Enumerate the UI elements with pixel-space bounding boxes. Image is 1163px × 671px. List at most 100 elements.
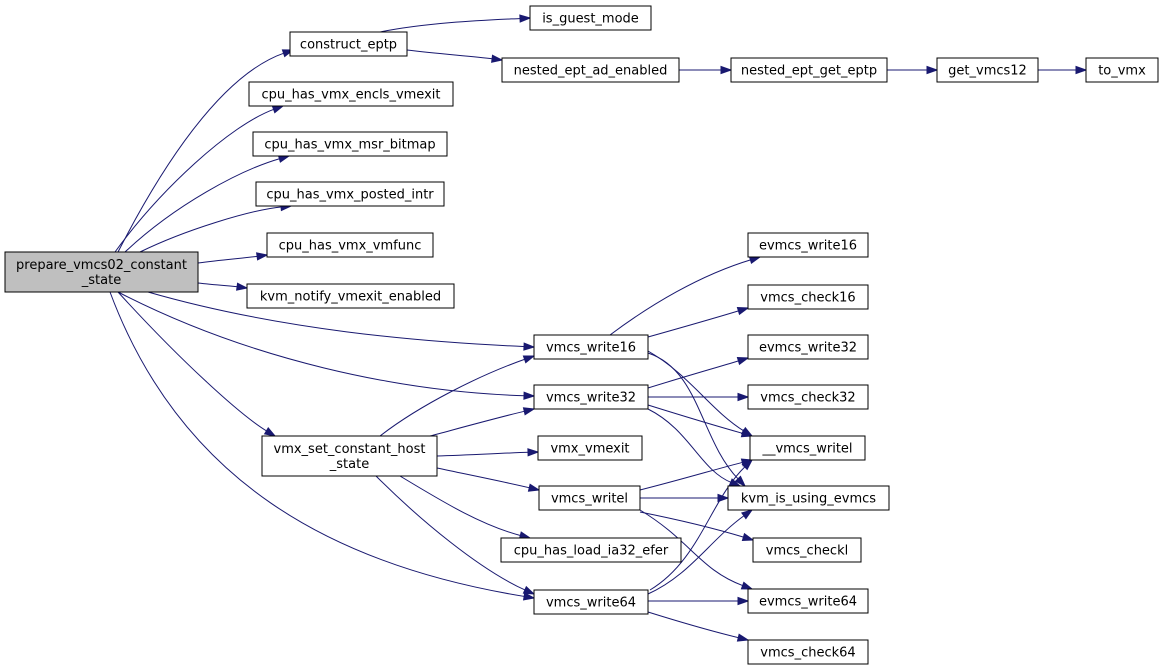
node-cpu-has-load-ia32-efer[interactable]: cpu_has_load_ia32_efer <box>500 537 682 563</box>
node-box <box>246 283 455 309</box>
node-box <box>749 435 866 461</box>
edge-vmx_set_constant_host_state-to-vmcs_write64 <box>375 475 536 595</box>
node-label: cpu_has_vmx_posted_intr <box>266 188 434 203</box>
node-vmcs-write32[interactable]: vmcs_write32 <box>533 384 649 410</box>
edge-construct_eptp-to-is_guest_mode <box>379 14 532 33</box>
node-construct-eptp[interactable]: construct_eptp <box>289 31 408 57</box>
edge-construct_eptp-to-nested_ept_ad_enabled <box>406 49 504 63</box>
edge-vmcs_write32-to-evmcs_write32 <box>647 357 750 389</box>
node-to-vmx[interactable]: to_vmx <box>1085 57 1159 83</box>
node-label: evmcs_write16 <box>759 239 857 254</box>
edge-nested_ept_ad_enabled-to-nested_ept_get_eptp <box>679 65 733 75</box>
node-cpu-has-vmx-msr-bitmap[interactable]: cpu_has_vmx_msr_bitmap <box>252 131 448 157</box>
node-box <box>261 435 438 477</box>
edge-get_vmcs12-to-to_vmx <box>1038 65 1088 75</box>
node-box <box>255 181 445 207</box>
edge-vmcs_write64-to-kvm_is_using_evmcs <box>647 509 754 595</box>
node-label: vmcs_check64 <box>760 646 855 661</box>
node-label: get_vmcs12 <box>948 64 1027 79</box>
node-cpu-has-vmx-posted-intr[interactable]: cpu_has_vmx_posted_intr <box>255 181 445 207</box>
node-box <box>747 639 869 665</box>
node-evmcs-write16[interactable]: evmcs_write16 <box>747 232 869 258</box>
node-vmcs-check16[interactable]: vmcs_check16 <box>747 284 869 310</box>
node-label: cpu_has_load_ia32_efer <box>514 544 669 559</box>
node-evmcs-write64[interactable]: evmcs_write64 <box>747 588 869 614</box>
node-vmcs-write16[interactable]: vmcs_write16 <box>533 334 649 360</box>
edge-vmcs_write32-to-__vmcs_writel <box>647 404 754 438</box>
node-box <box>500 537 682 563</box>
node-label: vmcs_write64 <box>546 596 636 611</box>
node-kvm-is-using-evmcs[interactable]: kvm_is_using_evmcs <box>727 485 890 511</box>
node-label: cpu_has_vmx_vmfunc <box>279 239 422 254</box>
node-box <box>266 232 434 258</box>
edge-root-to-cpu_has_vmx_vmfunc <box>197 252 269 264</box>
node-label: to_vmx <box>1098 64 1146 79</box>
edge-vmcs_write64-to-__vmcs_writel <box>649 458 754 591</box>
node-vmcs-check64[interactable]: vmcs_check64 <box>747 639 869 665</box>
node-box <box>747 384 869 410</box>
edge-vmcs_write16-to-evmcs_write16 <box>609 255 762 336</box>
edge-root-to-vmcs_write16 <box>147 291 536 351</box>
node-box <box>538 485 641 511</box>
edge-vmx_set_constant_host_state-to-cpu_has_load_ia32_efer <box>399 475 532 540</box>
edge-vmx_set_constant_host_state-to-vmcs_writel <box>436 467 541 492</box>
node---vmcs-writel[interactable]: __vmcs_writel <box>749 435 866 461</box>
edge-vmcs_writel-to-kvm_is_using_evmcs <box>640 493 730 503</box>
node-get-vmcs12[interactable]: get_vmcs12 <box>936 57 1039 83</box>
edge-root-to-vmcs_write32 <box>117 291 536 400</box>
node-label: _state <box>329 457 369 472</box>
node-label: nested_ept_ad_enabled <box>514 64 668 79</box>
node-vmx-set-constant-host-state[interactable]: vmx_set_constant_host_state <box>261 435 438 477</box>
edge-vmcs_writel-to-evmcs_write64 <box>639 509 754 590</box>
node-label: vmcs_check32 <box>760 391 855 406</box>
edge-vmcs_write16-to-__vmcs_writel <box>647 350 754 437</box>
node-label: evmcs_write32 <box>759 341 857 356</box>
edge-vmx_set_constant_host_state-to-vmx_vmexit <box>436 448 540 457</box>
node-box <box>747 334 869 360</box>
node-box <box>501 57 680 83</box>
node-box <box>537 435 643 461</box>
edge-vmcs_write16-to-kvm_is_using_evmcs <box>647 352 747 488</box>
node-evmcs-write32[interactable]: evmcs_write32 <box>747 334 869 360</box>
node-label: cpu_has_vmx_encls_vmexit <box>262 88 441 103</box>
node-label: kvm_is_using_evmcs <box>741 492 876 507</box>
node-box <box>730 57 888 83</box>
edge-vmcs_write32-to-kvm_is_using_evmcs <box>647 408 742 487</box>
edge-vmcs_writel-to-vmcs_checkl <box>639 511 755 541</box>
node-label: _state <box>81 273 121 288</box>
node-box <box>727 485 890 511</box>
node-box <box>289 31 408 57</box>
node-cpu-has-vmx-vmfunc[interactable]: cpu_has_vmx_vmfunc <box>266 232 434 258</box>
node-box <box>747 588 869 614</box>
node-cpu-has-vmx-encls-vmexit[interactable]: cpu_has_vmx_encls_vmexit <box>248 81 454 107</box>
edge-nested_ept_get_eptp-to-get_vmcs12 <box>887 65 939 75</box>
node-vmcs-writel[interactable]: vmcs_writel <box>538 485 641 511</box>
node-is-guest-mode[interactable]: is_guest_mode <box>529 5 652 31</box>
node-nested-ept-get-eptp[interactable]: nested_ept_get_eptp <box>730 57 888 83</box>
node-nested-ept-ad-enabled[interactable]: nested_ept_ad_enabled <box>501 57 680 83</box>
node-vmx-vmexit[interactable]: vmx_vmexit <box>537 435 643 461</box>
edge-root-to-cpu_has_vmx_encls_vmexit <box>114 105 285 253</box>
node-vmcs-check32[interactable]: vmcs_check32 <box>747 384 869 410</box>
node-vmcs-write64[interactable]: vmcs_write64 <box>533 589 649 615</box>
node-kvm-notify-vmexit-enabled[interactable]: kvm_notify_vmexit_enabled <box>246 283 455 309</box>
node-label: vmcs_checkl <box>766 544 848 559</box>
node-box <box>529 5 652 31</box>
node-label: prepare_vmcs02_constant <box>16 258 187 273</box>
nodes-layer: prepare_vmcs02_constant_stateconstruct_e… <box>4 5 1159 665</box>
node-label: cpu_has_vmx_msr_bitmap <box>264 138 435 153</box>
node-box <box>248 81 454 107</box>
node-vmcs-checkl[interactable]: vmcs_checkl <box>752 537 862 563</box>
node-label: vmcs_writel <box>551 492 628 507</box>
edge-root-to-kvm_notify_vmexit_enabled <box>197 282 249 291</box>
node-label: evmcs_write64 <box>759 595 857 610</box>
node-box <box>4 251 199 293</box>
node-label: construct_eptp <box>300 38 397 53</box>
node-box <box>747 284 869 310</box>
edge-root-to-vmcs_write64 <box>109 291 536 601</box>
node-root[interactable]: prepare_vmcs02_constant_state <box>4 251 199 293</box>
node-label: is_guest_mode <box>542 12 639 27</box>
node-label: nested_ept_get_eptp <box>741 64 877 79</box>
node-label: __vmcs_writel <box>761 442 852 457</box>
